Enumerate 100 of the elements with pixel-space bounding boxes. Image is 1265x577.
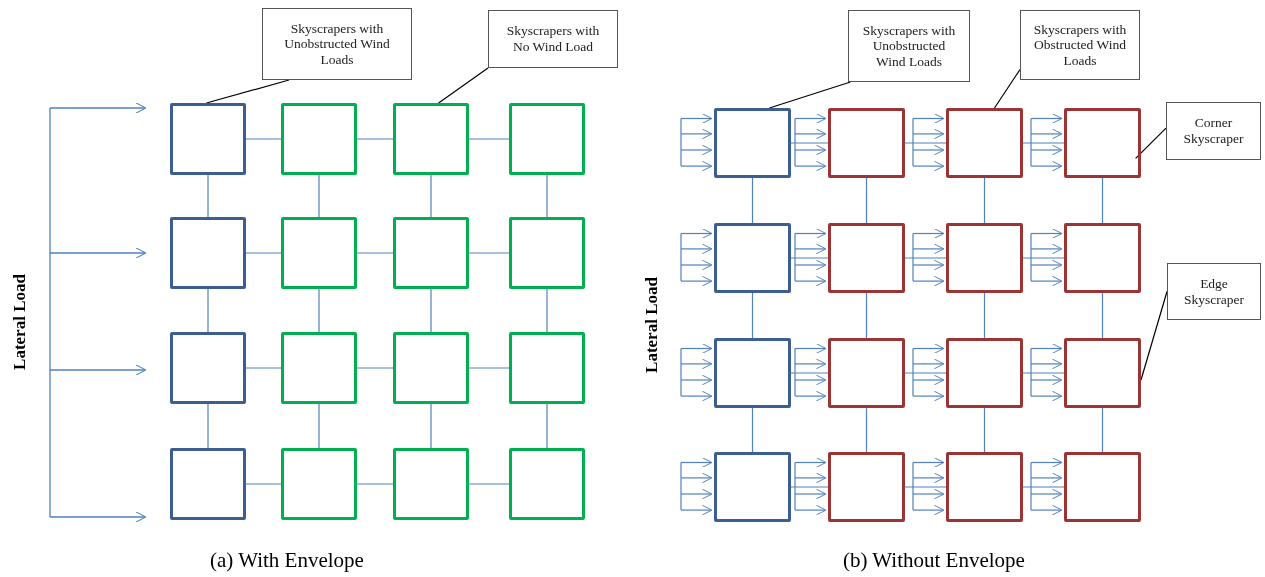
- building-square: [1064, 452, 1141, 522]
- callout-text: Edge Skyscraper: [1183, 276, 1245, 307]
- building-square: [170, 103, 246, 175]
- callout-box: [1166, 102, 1261, 160]
- connector-line: [790, 257, 829, 259]
- connector-line: [904, 486, 947, 488]
- connector-line: [430, 174, 432, 218]
- building-square: [946, 223, 1023, 293]
- building-square: [946, 452, 1023, 522]
- connector-line: [983, 177, 986, 224]
- connector-line: [430, 403, 432, 449]
- building-square: [509, 332, 585, 404]
- building-square: [509, 103, 585, 175]
- connector-line: [751, 407, 754, 453]
- connector-line: [904, 372, 947, 374]
- connector-line: [983, 292, 986, 339]
- building-square: [1064, 338, 1141, 408]
- leader-line: [1135, 127, 1167, 159]
- connector-line: [356, 483, 394, 485]
- building-square: [828, 452, 905, 522]
- building-square: [828, 223, 905, 293]
- connector-line: [356, 252, 394, 254]
- connector-line: [546, 174, 548, 218]
- connector-line: [318, 288, 320, 333]
- connector-line: [983, 407, 986, 453]
- caption: (a) With Envelope: [210, 547, 364, 573]
- building-square: [170, 448, 246, 520]
- connector-line: [207, 403, 209, 449]
- axis-label: Lateral Load: [9, 274, 30, 370]
- connector-line: [1022, 372, 1065, 374]
- building-square: [714, 452, 791, 522]
- connector-line: [468, 367, 510, 369]
- leader-line: [438, 67, 489, 104]
- building-square: [393, 332, 469, 404]
- building-square: [170, 332, 246, 404]
- connector-line: [430, 288, 432, 333]
- callout-text: Skyscrapers with Unobstructed Wind Loads: [283, 20, 391, 68]
- building-square: [281, 332, 357, 404]
- building-square: [1064, 108, 1141, 178]
- connector-line: [865, 292, 868, 339]
- connector-line: [865, 177, 868, 224]
- building-square: [509, 448, 585, 520]
- leader-line: [993, 68, 1021, 109]
- connector-line: [356, 367, 394, 369]
- callout-box: [488, 10, 618, 68]
- building-square: [946, 338, 1023, 408]
- connector-line: [1101, 407, 1104, 453]
- connector-line: [318, 174, 320, 218]
- building-square: [393, 103, 469, 175]
- caption: (b) Without Envelope: [843, 547, 1025, 573]
- callout-text: Skyscrapers with Unobstructed Wind Loads: [861, 22, 957, 70]
- building-square: [509, 217, 585, 289]
- building-square: [828, 108, 905, 178]
- axis-label: Lateral Load: [641, 277, 662, 373]
- building-square: [281, 217, 357, 289]
- callout-box: [1020, 10, 1140, 80]
- building-square: [281, 103, 357, 175]
- callout-box: [262, 8, 412, 80]
- connector-line: [468, 483, 510, 485]
- connector-line: [245, 483, 282, 485]
- building-square: [393, 448, 469, 520]
- building-square: [946, 108, 1023, 178]
- callout-box: [1167, 263, 1261, 320]
- building-square: [714, 223, 791, 293]
- connector-line: [1022, 142, 1065, 144]
- connector-line: [245, 252, 282, 254]
- connector-line: [1101, 177, 1104, 224]
- building-square: [714, 338, 791, 408]
- connector-line: [468, 252, 510, 254]
- connector-line: [751, 177, 754, 224]
- connector-line: [751, 292, 754, 339]
- connector-line: [318, 403, 320, 449]
- connector-line: [245, 138, 282, 140]
- building-square: [828, 338, 905, 408]
- callout-text: Corner Skyscraper: [1182, 115, 1245, 147]
- building-square: [714, 108, 791, 178]
- building-square: [1064, 223, 1141, 293]
- callout-box: [848, 10, 970, 82]
- connector-line: [207, 174, 209, 218]
- connector-line: [904, 257, 947, 259]
- building-square: [281, 448, 357, 520]
- building-square: [170, 217, 246, 289]
- connector-line: [865, 407, 868, 453]
- connector-line: [1101, 292, 1104, 339]
- connector-line: [790, 486, 829, 488]
- building-square: [393, 217, 469, 289]
- leader-line: [768, 81, 852, 109]
- connector-line: [790, 372, 829, 374]
- callout-text: Skyscrapers with Obstructed Wind Loads: [1032, 21, 1128, 69]
- connector-line: [356, 138, 394, 140]
- connector-line: [1022, 257, 1065, 259]
- connector-line: [904, 142, 947, 144]
- connector-line: [207, 288, 209, 333]
- connector-line: [1022, 486, 1065, 488]
- connector-line: [790, 142, 829, 144]
- callout-text: Skyscrapers with No Wind Load: [505, 23, 601, 55]
- connector-line: [468, 138, 510, 140]
- connector-line: [546, 403, 548, 449]
- connector-line: [245, 367, 282, 369]
- connector-line: [546, 288, 548, 333]
